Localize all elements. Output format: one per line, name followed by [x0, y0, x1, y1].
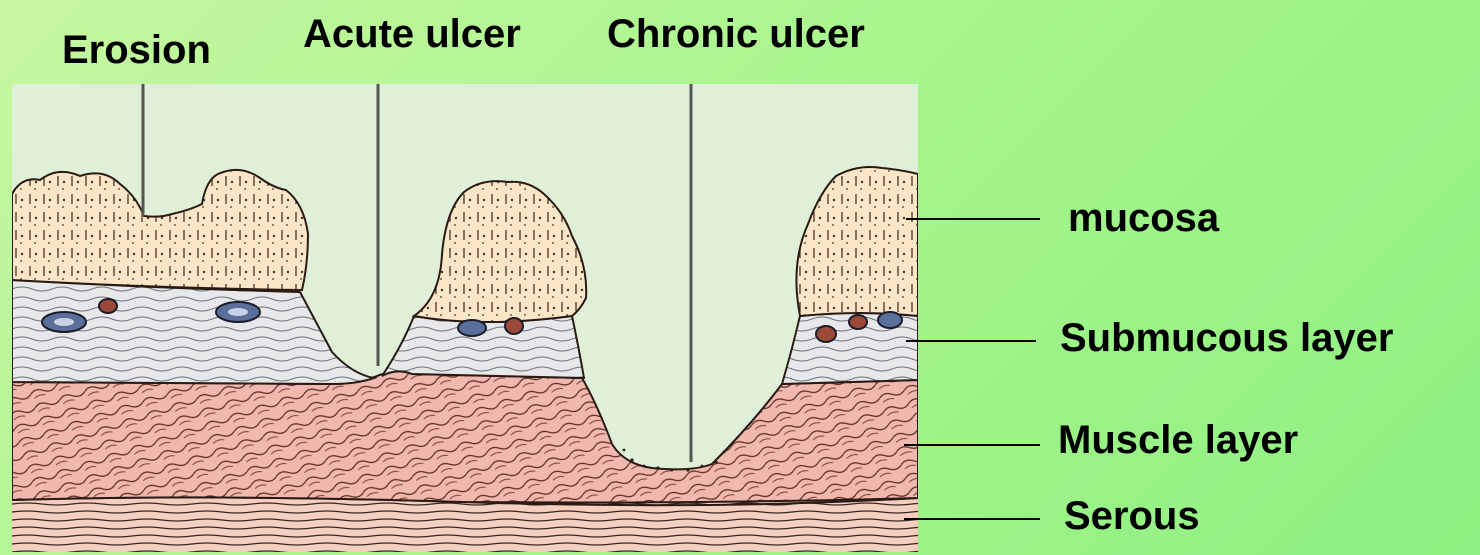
stomach-wall-illustration: [12, 84, 918, 552]
submucosa-label: Submucous layer: [1060, 318, 1393, 358]
serous-label: Serous: [1064, 496, 1200, 536]
muscle-leader-line: [904, 444, 1040, 446]
muscle-layer-label: Muscle layer: [1058, 420, 1298, 460]
mucosa-leader-line: [906, 218, 1040, 220]
serous-leader-line: [904, 518, 1040, 520]
chronic-ulcer-label: Chronic ulcer: [607, 14, 865, 54]
submucosa-leader-line: [906, 340, 1036, 342]
mucosa-label: mucosa: [1068, 198, 1219, 238]
erosion-label: Erosion: [62, 30, 211, 70]
acute-ulcer-label: Acute ulcer: [303, 14, 521, 54]
muscle-layer: [12, 371, 918, 502]
